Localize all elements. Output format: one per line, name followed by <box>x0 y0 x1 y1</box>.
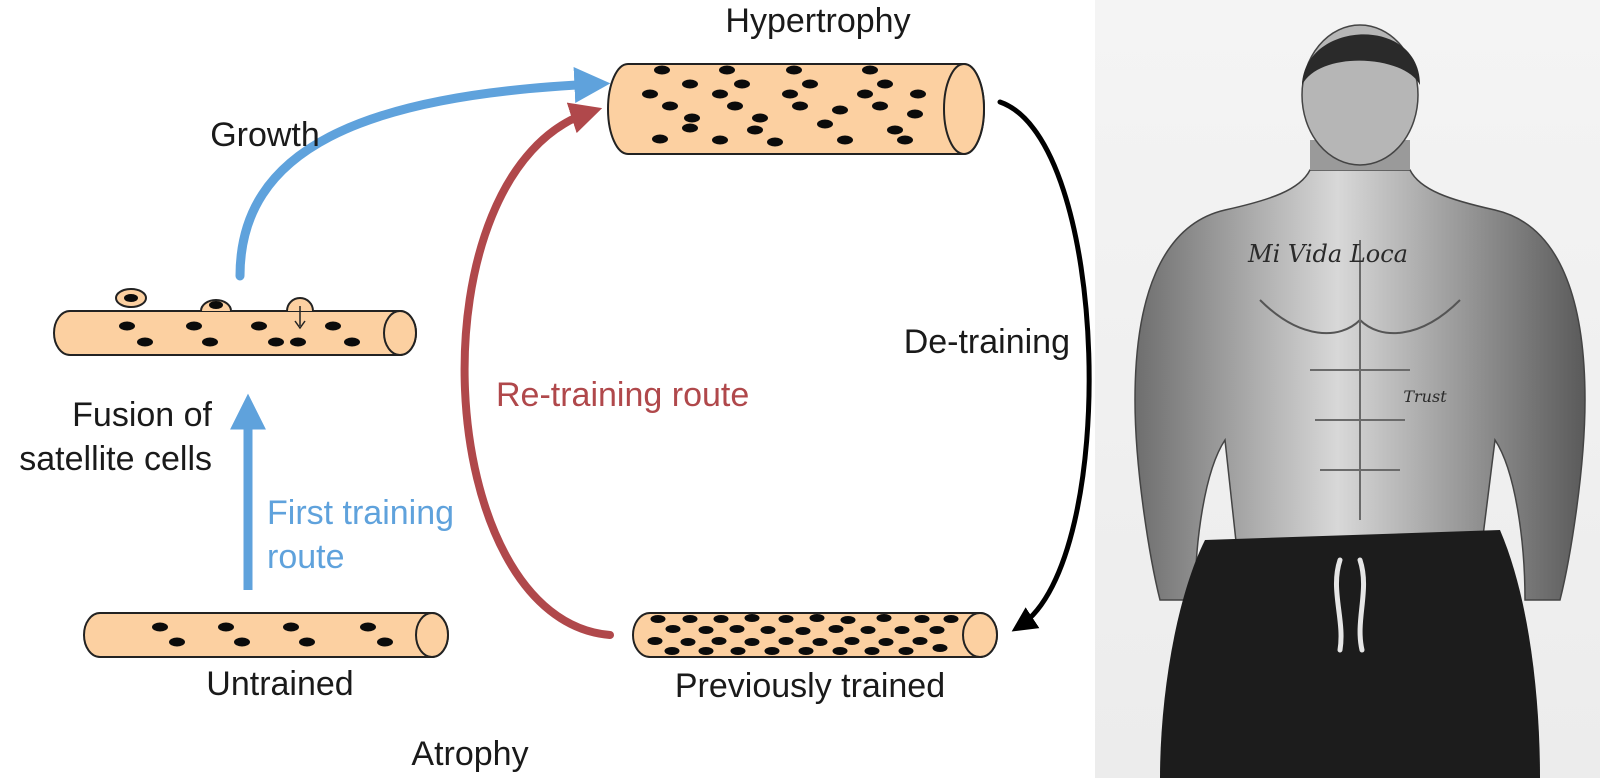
label-hypertrophy: Hypertrophy <box>725 2 910 40</box>
drawstring <box>1334 557 1367 653</box>
label-atrophy: Atrophy <box>411 735 528 773</box>
detraining-arrow <box>997 99 1092 632</box>
label-previously-trained: Previously trained <box>675 667 945 705</box>
label-first-training-line2: route <box>267 538 345 576</box>
fiber-satellite-fusion <box>53 288 417 356</box>
growth-arrow <box>235 67 611 281</box>
chest-tattoo: Mi Vida Loca <box>1247 240 1408 268</box>
nuclei-previously-trained <box>647 614 959 655</box>
satellite-cells <box>115 288 314 330</box>
label-retraining-route: Re-training route <box>496 376 749 414</box>
nuclei-satellite-fiber <box>119 321 360 347</box>
label-fusion-line2: satellite cells <box>19 440 212 478</box>
fiber-previously-trained <box>632 612 998 658</box>
fiber-hypertrophy <box>607 63 985 155</box>
label-fusion-line1: Fusion of <box>72 396 212 434</box>
abs-lines <box>1310 369 1410 471</box>
ab-tattoo: Trust <box>1403 387 1447 406</box>
label-untrained: Untrained <box>206 665 353 703</box>
nuclei-hypertrophy <box>642 65 926 147</box>
label-detraining: De-training <box>904 323 1070 361</box>
label-growth: Growth <box>210 116 320 154</box>
retraining-arrow <box>460 102 614 639</box>
nuclei-untrained <box>152 622 393 647</box>
athlete-photo: Mi Vida Loca Trust <box>1095 0 1600 778</box>
fiber-untrained <box>83 612 449 658</box>
label-first-training-line1: First training <box>267 494 454 532</box>
